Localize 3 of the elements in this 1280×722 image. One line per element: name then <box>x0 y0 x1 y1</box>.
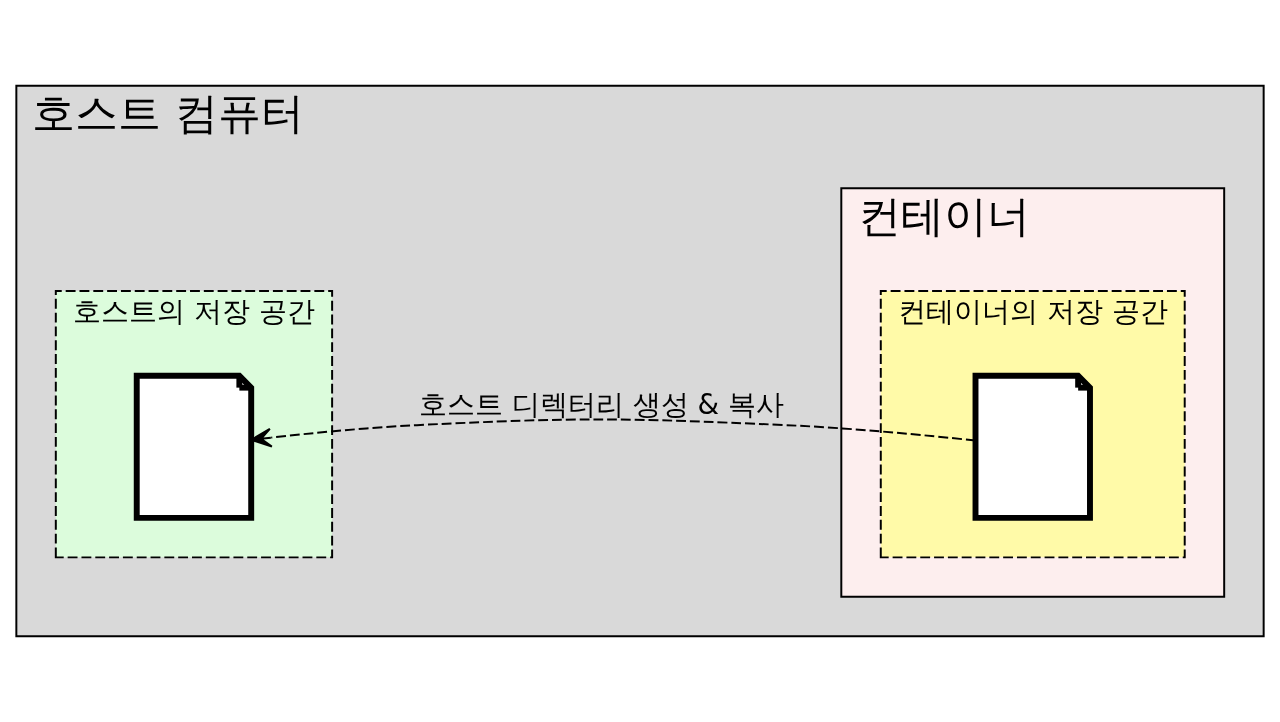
cluster: 컨테이너의 저장 공간 <box>879 289 1186 559</box>
edge-label: 호스트 디렉터리 생성 & 복사 <box>419 387 784 421</box>
cluster: 호스트의 저장 공간 <box>54 289 334 559</box>
